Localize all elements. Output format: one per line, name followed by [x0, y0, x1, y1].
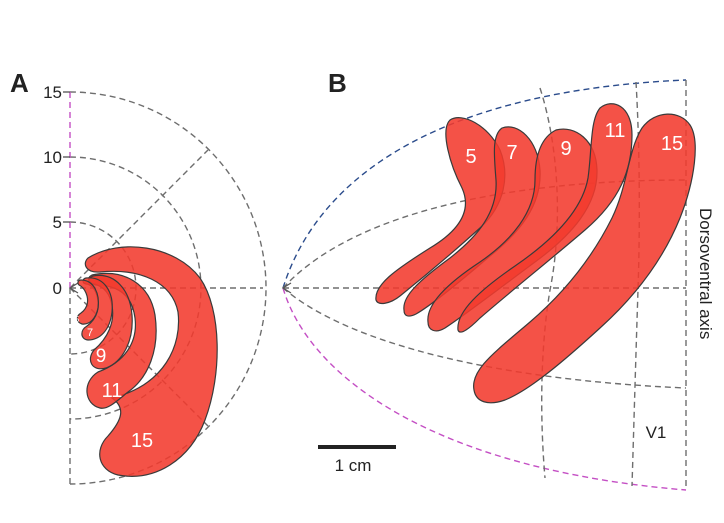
- blob-b-15: [473, 113, 696, 404]
- dorsoventral-axis-label: Dorsoventral axis: [696, 208, 715, 339]
- panel-a-blobs: [76, 246, 218, 477]
- blob-a-5: [76, 279, 99, 325]
- blob-b-label-15: 15: [661, 133, 683, 155]
- panel-b-blob-labels: 5 7 9 11 15: [465, 120, 683, 168]
- blob-b-label-7: 7: [506, 142, 517, 164]
- tick-label-15: 15: [43, 83, 62, 102]
- blob-a-label-7: 7: [87, 327, 93, 339]
- blob-b-label-5: 5: [465, 146, 476, 168]
- blob-b-7: [403, 126, 541, 317]
- panel-a-letter: A: [10, 68, 29, 98]
- panel-a: A 15 10 5 0: [10, 68, 267, 485]
- blob-b-5: [375, 117, 506, 305]
- blob-a-15: [84, 246, 218, 477]
- blob-a-label-9: 9: [96, 346, 107, 367]
- panel-b-letter: B: [328, 68, 347, 98]
- panel-a-tick-labels: 15 10 5 0: [43, 83, 79, 298]
- tick-label-5: 5: [53, 213, 62, 232]
- panel-a-blob-labels: 5 7 9 11 15: [75, 315, 153, 452]
- v1-label: V1: [646, 423, 667, 442]
- origin-arrow-icon: [68, 282, 79, 294]
- iso-eccentricity-2: [631, 81, 641, 487]
- blob-b-11: [457, 103, 633, 333]
- panel-b-blobs: [375, 103, 696, 404]
- tick-label-10: 10: [43, 148, 62, 167]
- blob-a-label-5: 5: [75, 315, 80, 324]
- tick-label-0: 0: [53, 279, 62, 298]
- panel-b: B 5 7 9 11 15 Dorsov: [281, 68, 715, 491]
- lower-boundary: [282, 287, 687, 491]
- origin-arrow-icon: [281, 282, 292, 294]
- blob-a-label-11: 11: [102, 380, 123, 402]
- upper-boundary: [282, 79, 687, 289]
- blob-b-label-9: 9: [560, 138, 571, 160]
- blob-b-label-11: 11: [605, 120, 626, 142]
- iso-angle-lower: [282, 287, 687, 389]
- blob-a-label-15: 15: [131, 430, 153, 452]
- scale-bar-label: 1 cm: [335, 456, 372, 475]
